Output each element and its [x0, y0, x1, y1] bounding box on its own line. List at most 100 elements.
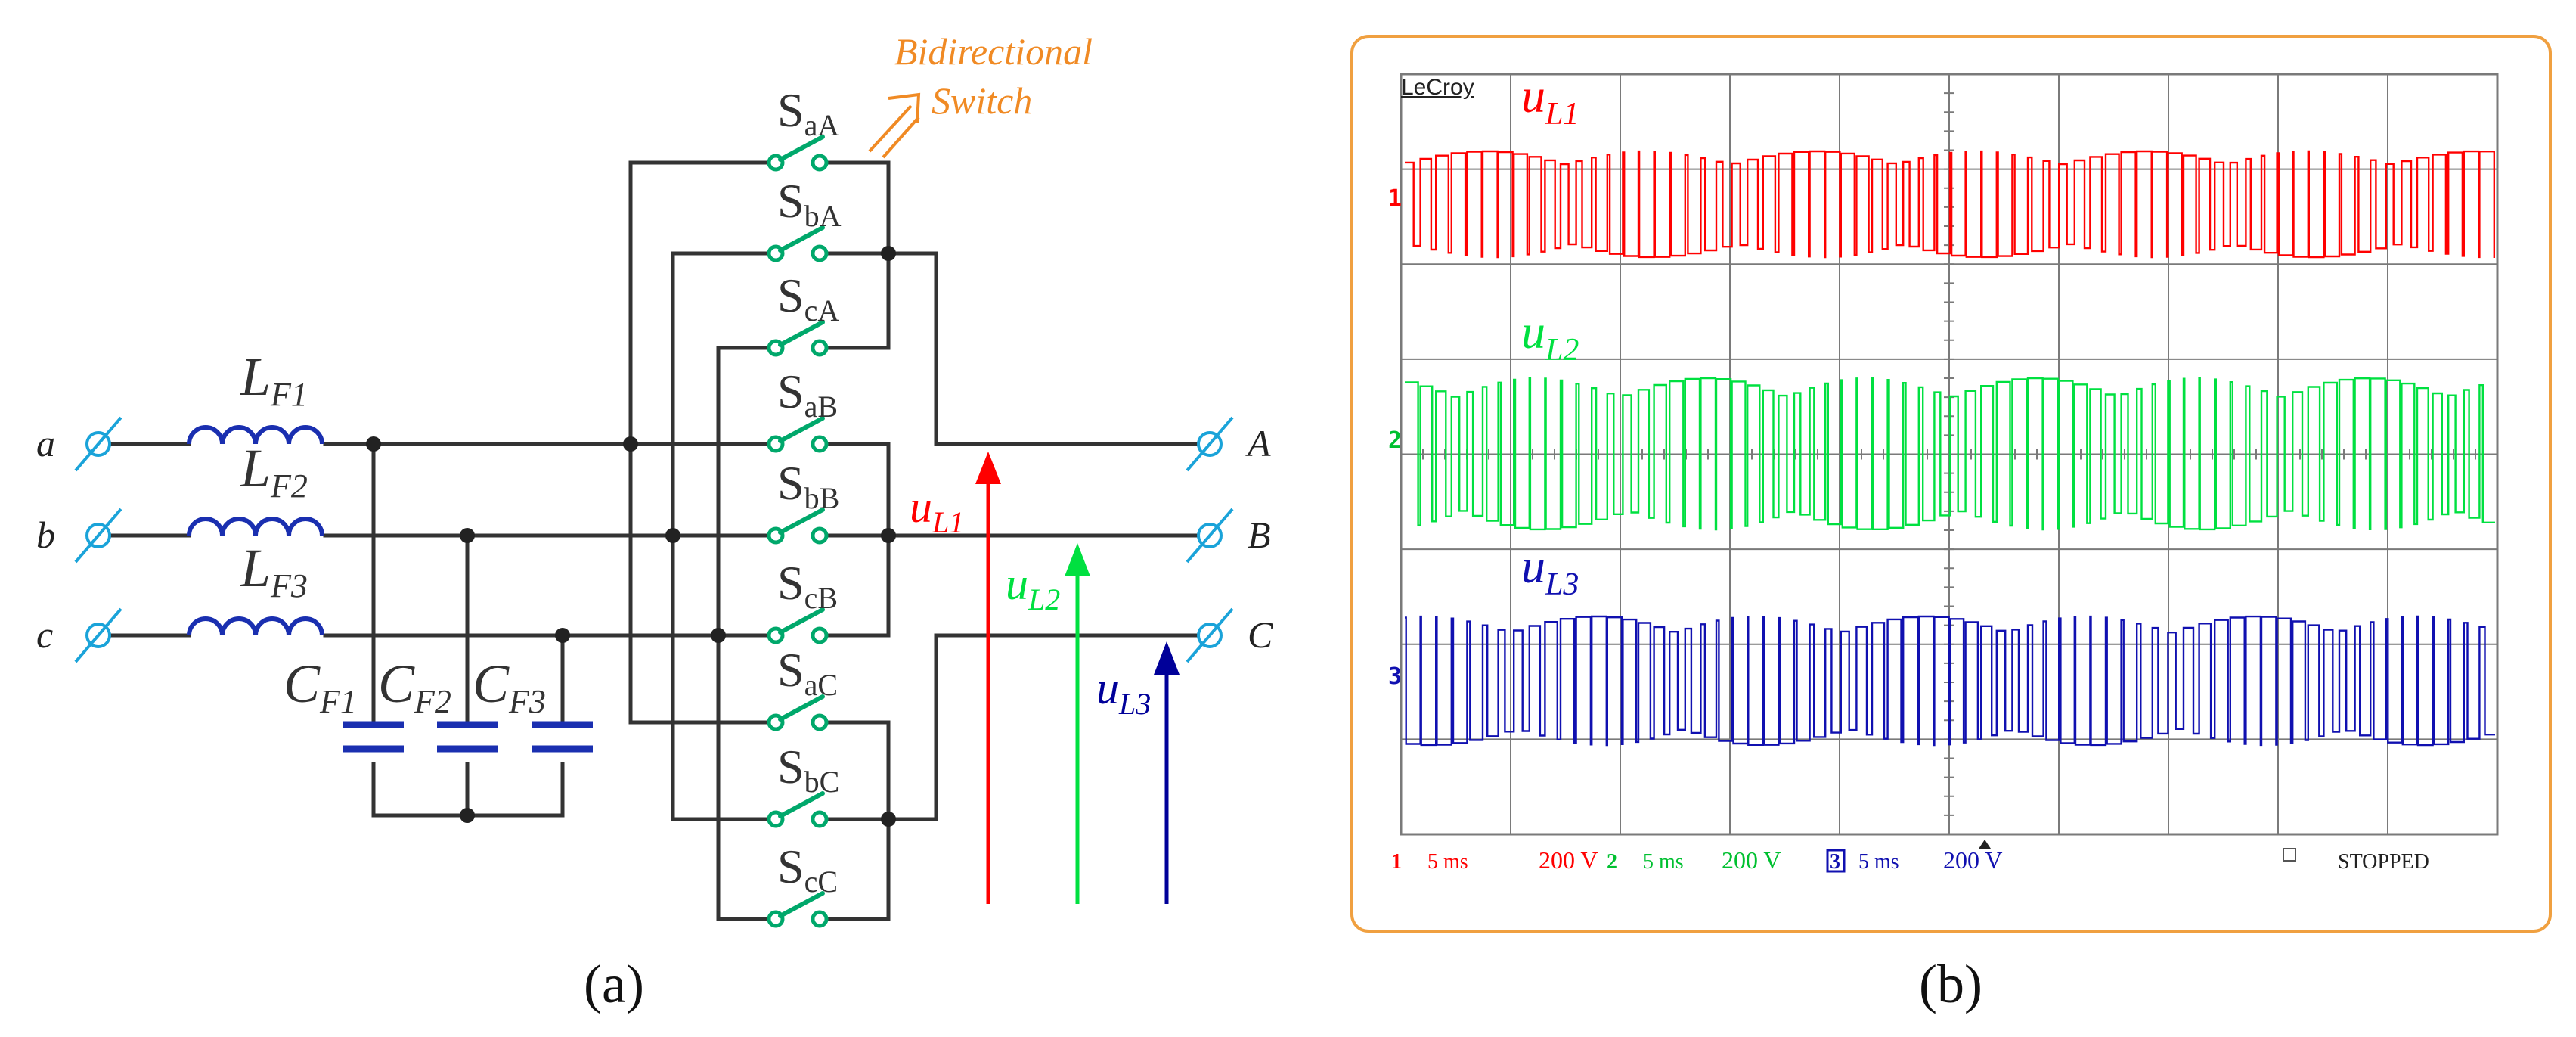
switch-label: ScC — [777, 840, 838, 899]
output-terminal-a: A — [1186, 416, 1271, 472]
switch-contact — [811, 713, 829, 731]
status-ch1-number: 1 — [1391, 850, 1402, 874]
switch-label: SaC — [777, 643, 838, 702]
status-ch1-voltage: 200 V — [1539, 846, 1598, 874]
switch-blade — [778, 416, 825, 443]
switch-contact — [811, 810, 829, 828]
trigger-marker-icon — [1979, 840, 1991, 849]
input-label-c: c — [36, 613, 53, 656]
switch-sba: SbA — [764, 174, 842, 262]
switch-label: ScA — [777, 269, 839, 328]
switch-contact — [811, 626, 829, 644]
capacitor-label-cf3: CF3 — [473, 654, 546, 720]
output-label-c: C — [1248, 613, 1273, 656]
voltage-label-ul1: uL1 — [910, 482, 964, 539]
input-label-b: b — [36, 514, 55, 556]
voltage-arrow-ul1: uL1 — [910, 452, 1001, 904]
switch-blade — [778, 225, 825, 253]
annotation-line-2: Switch — [932, 79, 1032, 122]
switch-label: SbA — [777, 174, 842, 233]
capacitor-cf1: CF1 — [284, 654, 404, 753]
switch-scc: ScC — [764, 840, 838, 928]
channel-marker-3: 3 — [1388, 663, 1402, 690]
voltage-label-ul2: uL2 — [1006, 559, 1060, 616]
switch-label: SbC — [777, 740, 839, 799]
matrix-converter-schematic: a b c LF1 LF2 LF3 CF1 — [36, 30, 1273, 1014]
capacitor-cf3: CF3 — [473, 654, 593, 753]
switch-sbc: SbC — [764, 740, 839, 828]
switch-blade — [778, 135, 825, 162]
stopped-indicator-icon — [2283, 848, 2296, 862]
scope-frame — [1350, 35, 2552, 933]
switch-contact — [811, 526, 829, 545]
trace-label-ul1: uL1 — [1521, 69, 1579, 132]
switch-sab: SaB — [764, 365, 838, 453]
bus-c-taps — [716, 346, 766, 638]
switch-contact — [811, 435, 829, 453]
channel-marker-1: 1 — [1388, 185, 1402, 212]
panel-a-caption: (a) — [584, 954, 644, 1014]
trace-label-ul2: uL2 — [1521, 305, 1579, 368]
input-terminal-b: b — [36, 508, 122, 564]
bus-c — [716, 346, 766, 921]
inductor-lf1: LF1 — [187, 346, 324, 445]
junction-dot — [665, 528, 680, 543]
channel-marker-2: 2 — [1388, 427, 1402, 454]
switch-blade — [778, 508, 825, 535]
bus-b — [671, 251, 766, 821]
junction-dot — [366, 436, 381, 452]
trace-label-ul3: uL3 — [1521, 539, 1579, 602]
output-label-a: A — [1245, 422, 1271, 464]
switch-saa: SaA — [764, 83, 839, 172]
output-terminal-c: C — [1186, 607, 1273, 663]
junction-dot — [460, 808, 475, 823]
scope-brand: LeCroy — [1401, 75, 1474, 100]
junction-dot — [881, 812, 896, 827]
switch-contact — [811, 154, 829, 172]
capacitor-label-cf2: CF2 — [378, 654, 451, 720]
oscilloscope-panel: LeCroy uL1 uL2 uL3 1 2 3 1 5 ms 200 V 2 … — [1350, 35, 2552, 1014]
switch-sca: ScA — [764, 269, 839, 357]
inductor-lf3: LF3 — [187, 538, 324, 636]
status-ch2-timebase: 5 ms — [1643, 850, 1684, 874]
junction-dot — [623, 436, 638, 452]
voltage-arrow-ul2: uL2 — [1006, 543, 1090, 904]
status-ch3-number: 3 — [1830, 850, 1840, 874]
switch-contact — [811, 910, 829, 928]
annotation-arrow-icon — [868, 92, 921, 159]
status-ch2-number: 2 — [1607, 850, 1617, 874]
capacitor-label-cf1: CF1 — [284, 654, 357, 720]
switch-label: SaB — [777, 365, 838, 424]
scope-traces — [1405, 150, 2495, 747]
trace-ch1 — [1405, 150, 2495, 259]
input-terminal-a: a — [36, 416, 122, 472]
input-label-a: a — [36, 422, 55, 464]
input-terminal-c: c — [36, 607, 122, 663]
annotation-line-1: Bidirectional — [894, 30, 1093, 73]
voltage-label-ul3: uL3 — [1096, 663, 1151, 721]
inductor-label-lf2: LF2 — [240, 438, 308, 505]
panel-b-caption: (b) — [1919, 954, 1982, 1014]
switch-sbb: SbB — [764, 456, 839, 545]
junction-dot — [460, 528, 475, 543]
trace-ch3 — [1405, 615, 2495, 747]
switch-contact — [811, 339, 829, 357]
switch-blade — [778, 694, 825, 722]
inductor-label-lf3: LF3 — [240, 538, 308, 604]
status-ch3-voltage: 200 V — [1943, 846, 2003, 874]
inductor-lf2: LF2 — [187, 438, 324, 536]
junction-dot — [711, 628, 726, 643]
status-ch2-voltage: 200 V — [1722, 846, 1781, 874]
switch-contact — [811, 244, 829, 262]
status-ch3-box — [1826, 849, 1846, 873]
switch-label: SaA — [777, 83, 839, 142]
status-ch1-timebase: 5 ms — [1427, 850, 1468, 874]
switch-label: SbB — [777, 456, 839, 515]
junction-dots — [366, 246, 896, 827]
out-group-c — [829, 633, 1212, 921]
junction-dot — [881, 246, 896, 261]
switch-blade — [778, 320, 825, 347]
trace-ch2 — [1405, 377, 2495, 531]
